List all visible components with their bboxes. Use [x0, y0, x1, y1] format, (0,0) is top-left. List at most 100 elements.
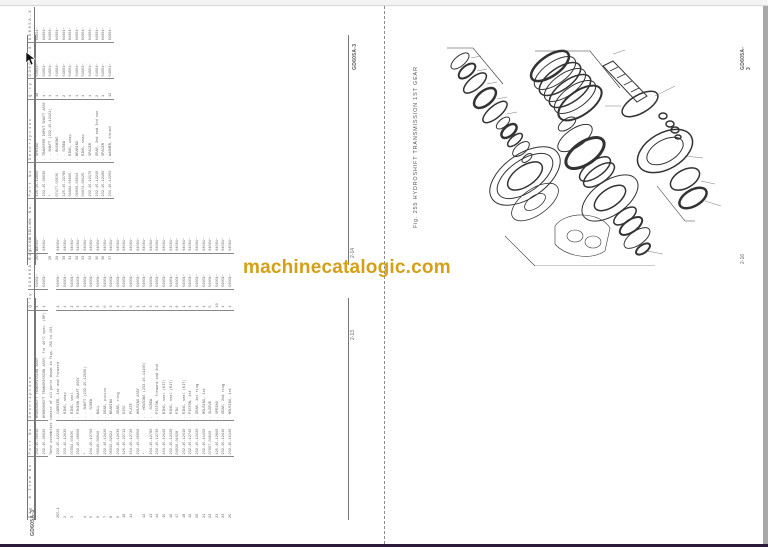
description: . RING, seal: [69, 310, 76, 421]
qty: 12: [107, 78, 115, 100]
qty: 1: [161, 289, 169, 311]
serial-1: 54001~: [48, 42, 55, 79]
description: . BALL: [95, 310, 103, 421]
part-no: 232-15-12740: [188, 420, 195, 457]
part-no: 232-15-12180: [100, 162, 108, 199]
qty: 1: [100, 78, 108, 100]
description: . CARRIER, 1st and forward: [56, 310, 63, 421]
serial-1: 54001~: [115, 253, 123, 290]
description: . HOUSING, 1st: [227, 310, 235, 421]
serial-2: 64001~: [34, 7, 42, 43]
qty: 1: [194, 289, 202, 311]
qty: 1: [41, 289, 49, 311]
item-no: 23: [215, 513, 220, 518]
serial-2: 64001~: [194, 217, 202, 254]
serial-1: 54001~: [41, 42, 49, 79]
item-no: 4: [83, 515, 88, 518]
part-no: 232-15-12210: [94, 162, 101, 199]
serial-2: 64001~: [75, 217, 83, 254]
description: . HOUSING ASSY: [135, 310, 142, 421]
qty: 1: [82, 289, 90, 311]
qty: 1: [135, 289, 142, 311]
qty: 6: [102, 289, 109, 311]
part-no: *: [48, 162, 55, 199]
qty: 18: [34, 78, 42, 100]
serial-1: 54001~: [74, 42, 82, 79]
viewer-top-bar: [0, 0, 768, 6]
description: . SPACER: [87, 99, 95, 163]
item-no: 8: [110, 515, 115, 518]
item-no: [76, 457, 83, 520]
serial-1: 54001~: [89, 253, 96, 290]
serial-1: 54001~: [94, 42, 101, 79]
serial-2: 64001~: [69, 217, 76, 254]
part-no: 04064-06005: [67, 162, 75, 199]
part-no: 232-15-12170: [87, 162, 95, 199]
serial-1: 54001~: [62, 253, 70, 290]
description: . GEAR, 1st ring: [194, 310, 202, 421]
header-rule: [35, 298, 36, 520]
item-no: 7: [103, 515, 108, 518]
serial-2: 64001~: [188, 217, 195, 254]
lower-parts-table: Fig. & Item No. Part No. Description Q't…: [28, 217, 235, 520]
serial-2: 64001~: [161, 217, 169, 254]
vertical-scrollbar[interactable]: [763, 6, 768, 544]
serial-1: 54001~: [75, 253, 83, 290]
serial-1: 54001~: [56, 253, 63, 290]
part-no: 125-15-12860: [214, 420, 222, 457]
description: . RING, snap: [81, 99, 88, 163]
part-no: 234-15-12760: [89, 420, 96, 457]
description: . PISTON, forward and 2nd: [155, 310, 162, 421]
qty: 3: [148, 289, 156, 311]
item-no: 17: [176, 513, 181, 518]
qty: 2: [94, 78, 101, 100]
serial-2: 64001~: [34, 217, 42, 254]
part-no: 232-15-12430: [115, 420, 123, 457]
part-no: 232-15-12420: [194, 420, 202, 457]
qty: 1: [89, 289, 96, 311]
part-no: 07177-03535: [54, 162, 62, 199]
serial-2: 64001~: [41, 7, 49, 43]
description: . GEAR, ring: [115, 310, 123, 421]
qty: 1: [41, 78, 49, 100]
description: . SPACER: [100, 99, 108, 163]
serial-2: 64001~: [56, 217, 63, 254]
assembly-note-row: These assemblies consist of all parts sh…: [48, 218, 56, 520]
item-no: [42, 457, 49, 520]
description: . . SHAFT (232-15-12500): [82, 310, 90, 421]
part-no: 232-15-11150: [201, 420, 208, 457]
item-no: 14: [156, 513, 161, 518]
lower-parts-table-rotated: Fig. & Item No. Part No. Description Q't…: [28, 217, 235, 520]
assembly-note: These assemblies consist of all parts sh…: [50, 324, 55, 455]
part-no: 232-15-12410: [221, 420, 228, 457]
left-page-lower-sheet: Fig. & Item No. Part No. Description Q't…: [0, 217, 384, 544]
serial-2: 64001~: [107, 7, 115, 43]
description: . SPRING: [34, 99, 42, 163]
qty: 1: [34, 289, 42, 311]
qty: 10: [214, 289, 222, 311]
serial-2: 64001~: [108, 217, 116, 254]
item-no: 21: [202, 513, 207, 518]
serial-2: 64001~: [181, 217, 189, 254]
mouse-cursor-icon: [26, 52, 36, 66]
item-no: 5: [90, 515, 95, 518]
qty: 6: [128, 289, 136, 311]
doc-id: GD605A-3: [30, 509, 36, 536]
qty: 3: [75, 289, 83, 311]
sheet-rule-left: [27, 298, 28, 520]
description: . . SCREW: [89, 310, 96, 421]
description: . GEAR, 2nd and 3rd sun: [94, 99, 101, 163]
serial-1: 54001~: [81, 42, 88, 79]
